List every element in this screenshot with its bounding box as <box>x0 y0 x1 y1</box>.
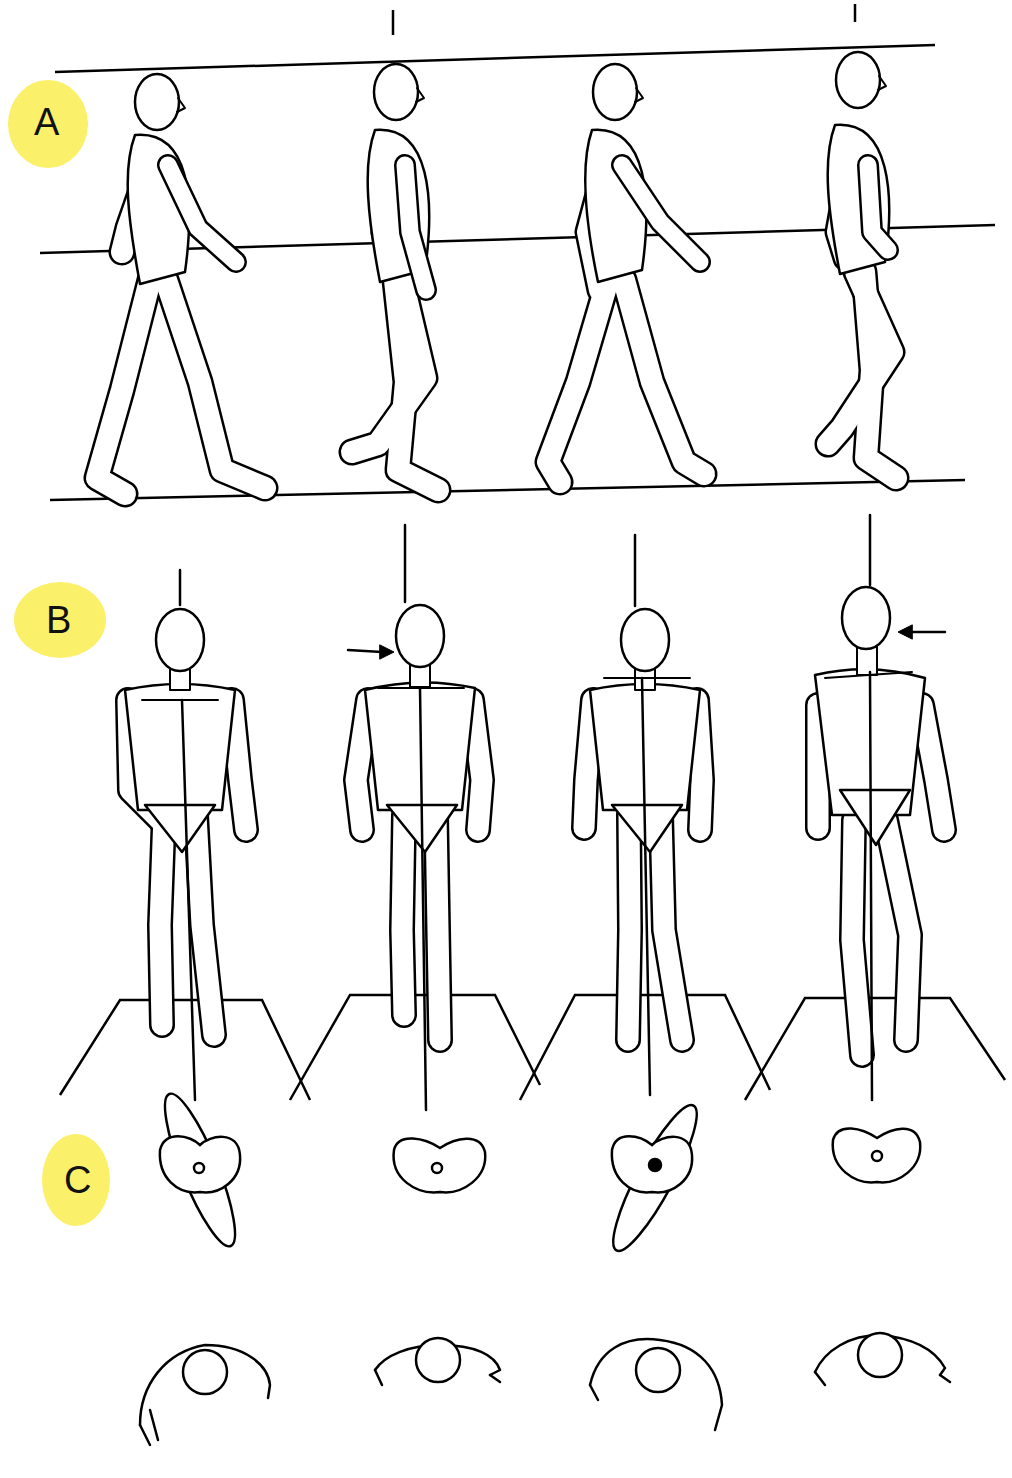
front-figure <box>125 570 246 1100</box>
pelvis-top-view <box>153 1087 921 1259</box>
shoulder-top-view <box>140 1333 950 1445</box>
guide-line <box>40 4 995 500</box>
walking-figure <box>828 52 896 478</box>
front-figure <box>348 525 482 1110</box>
front-figure <box>815 515 945 1100</box>
walking-figure <box>548 64 704 482</box>
front-figure <box>584 535 702 1095</box>
walking-figure <box>352 64 438 490</box>
walking-figure <box>97 74 265 494</box>
panel-letter: B <box>46 598 71 642</box>
panel-letter: C <box>64 1158 91 1202</box>
panel-letter: A <box>34 100 59 144</box>
